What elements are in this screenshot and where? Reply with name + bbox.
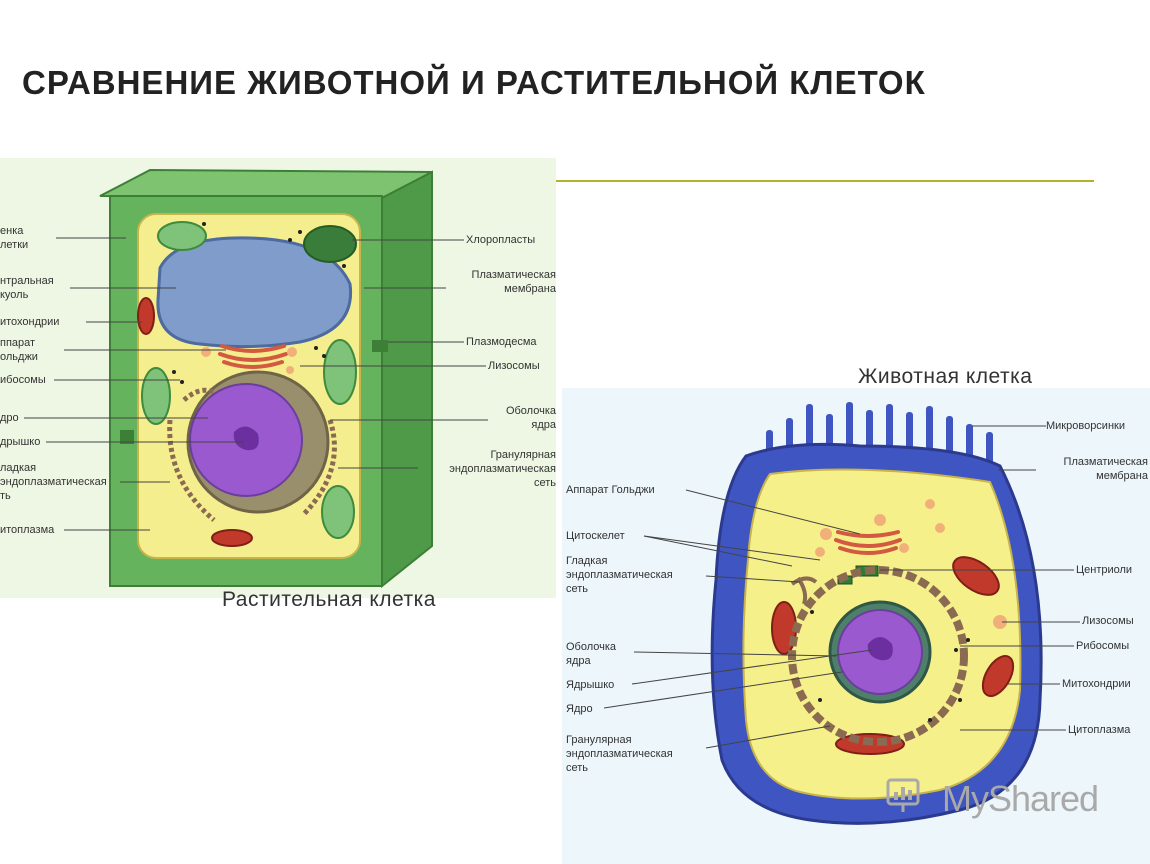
animal-label-nucleus: Ядро <box>566 703 593 715</box>
animal-mitochondrion <box>771 601 797 655</box>
lysosome <box>286 366 294 374</box>
plant-label-cytoplasm: итоплазма <box>0 524 55 536</box>
animal-rough-er <box>788 566 968 746</box>
plant-label-plasmodesma: Плазмодесма <box>466 336 537 348</box>
plant-label-ribosomes: ибосомы <box>0 374 46 386</box>
animal-label-lysosomes: Лизосомы <box>1082 615 1134 627</box>
plant-nucleolus <box>233 426 259 451</box>
golgi-apparatus <box>218 344 288 369</box>
watermark-text: MyShared <box>942 778 1099 819</box>
animal-mitochondrion <box>981 655 1015 697</box>
animal-mitochondrion <box>952 556 1000 596</box>
plasmodesma <box>120 430 134 444</box>
mitochondrion <box>211 529 253 547</box>
watermark-logo-icon <box>886 778 920 812</box>
chloroplast <box>157 221 207 251</box>
lysosome <box>201 347 211 357</box>
chloroplast <box>323 339 357 405</box>
central-vacuole <box>156 236 353 349</box>
plant-ribosomes <box>172 222 346 384</box>
plant-cell-wall-top <box>99 168 433 200</box>
chloroplast <box>303 225 357 263</box>
plant-label-lysosomes: Лизосомы <box>488 360 540 372</box>
animal-cell-caption: Животная клетка <box>858 365 1033 388</box>
animal-label-ribosomes: Рибосомы <box>1076 640 1130 652</box>
animal-golgi <box>834 530 902 555</box>
plant-label-nucleolus: дрышко <box>0 436 41 448</box>
plant-leader-lines <box>24 237 488 531</box>
animal-ribosomes <box>810 610 970 722</box>
animal-label-cytoskeleton: Цитоскелет <box>566 530 625 542</box>
plant-cell <box>99 168 433 589</box>
chloroplast <box>141 367 171 425</box>
plant-cell-caption: Растительная клетка <box>222 588 436 611</box>
animal-leader-lines <box>603 425 1080 749</box>
plant-label-nucleus: дро <box>0 412 19 424</box>
plant-rough-er <box>167 387 337 522</box>
animal-label-centrioles: Центриоли <box>1076 564 1133 576</box>
animal-label-microvilli: Микроворсинки <box>1046 420 1125 432</box>
plant-cell-wall-side <box>381 170 433 589</box>
animal-nucleolus <box>867 637 893 661</box>
animal-label-golgi: Аппарат Гольджи <box>566 484 655 496</box>
animal-lysosomes <box>815 499 1007 629</box>
animal-cell <box>710 402 1043 825</box>
animal-label-mitochondria: Митохондрии <box>1062 678 1131 690</box>
chloroplast <box>321 485 355 539</box>
animal-label-cytoplasm: Цитоплазма <box>1068 724 1131 736</box>
animal-smooth-er <box>790 576 818 605</box>
page-title: СРАВНЕНИЕ ЖИВОТНОЙ И РАСТИТЕЛЬНОЙ КЛЕТОК <box>22 64 926 101</box>
lysosome <box>287 347 297 357</box>
title-underline <box>556 180 1094 182</box>
mitochondrion <box>137 297 155 335</box>
plant-label-mitochondria: итохондрии <box>0 316 60 328</box>
animal-label-nucleolus: Ядрышко <box>566 679 615 691</box>
plasmodesma <box>372 340 388 352</box>
plant-label-chloroplasts: Хлоропласты <box>466 234 536 246</box>
